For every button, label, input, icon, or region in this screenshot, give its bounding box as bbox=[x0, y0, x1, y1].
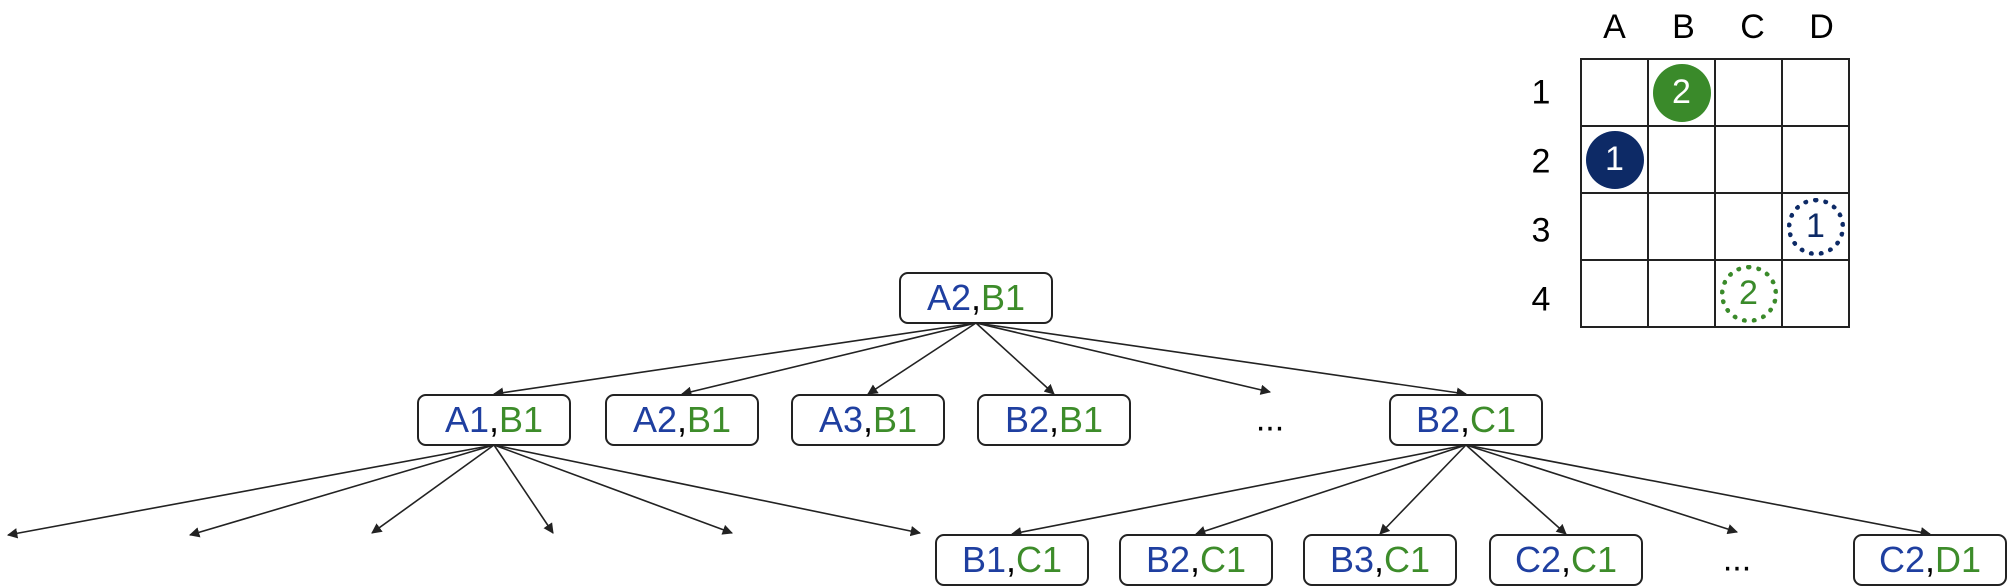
level2-node[interactable]: B3,C1 bbox=[1303, 534, 1457, 586]
player1-move: C2 bbox=[1514, 539, 1561, 580]
tree-edge-arrow bbox=[493, 444, 554, 534]
board-cell-b3[interactable] bbox=[1647, 192, 1716, 261]
board-cell-c1[interactable] bbox=[1714, 58, 1783, 127]
level2-node[interactable]: C2,C1 bbox=[1489, 534, 1643, 586]
column-header-a: A bbox=[1603, 8, 1626, 46]
tree-edge-arrow bbox=[1465, 444, 1567, 535]
separator: , bbox=[1190, 539, 1201, 580]
board-cell-d2[interactable] bbox=[1781, 125, 1850, 194]
tree-edge-arrow bbox=[1465, 444, 1932, 538]
level1-node[interactable]: A3,B1 bbox=[791, 394, 945, 446]
tree-edge-arrow bbox=[1010, 444, 1467, 538]
board-cell-a3[interactable] bbox=[1580, 192, 1649, 261]
player1-move: A2 bbox=[632, 399, 677, 440]
player1-dotted-piece[interactable]: 1 bbox=[1786, 197, 1845, 256]
player2-move: C1 bbox=[1200, 539, 1247, 580]
tree-edge-arrow bbox=[493, 444, 733, 535]
board-cell-d1[interactable] bbox=[1781, 58, 1850, 127]
player1-solid-piece[interactable]: 1 bbox=[1585, 130, 1644, 189]
player2-solid-piece[interactable]: 2 bbox=[1652, 63, 1711, 122]
tree-edge-arrow bbox=[680, 322, 977, 397]
level1-node[interactable]: B2,B1 bbox=[977, 394, 1131, 446]
separator: , bbox=[488, 399, 499, 440]
ellipsis: ... bbox=[1722, 540, 1752, 579]
column-header-c: C bbox=[1740, 8, 1765, 46]
row-header-2: 2 bbox=[1531, 142, 1551, 180]
tree-edge-arrow bbox=[371, 444, 495, 534]
tree-edge-arrow bbox=[975, 322, 1468, 398]
level1-node[interactable]: A1,B1 bbox=[417, 394, 571, 446]
player2-move: C1 bbox=[1016, 539, 1063, 580]
player2-move: B1 bbox=[499, 399, 544, 440]
tree-edge-arrow bbox=[6, 444, 495, 539]
board-cell-a1[interactable] bbox=[1580, 58, 1649, 127]
player1-move: C2 bbox=[1878, 539, 1925, 580]
tree-edge-arrow bbox=[189, 444, 495, 538]
level1-node[interactable]: A2,B1 bbox=[605, 394, 759, 446]
player2-move: C1 bbox=[1384, 539, 1431, 580]
level2-node[interactable]: B1,C1 bbox=[935, 534, 1089, 586]
level2-node[interactable]: B2,C1 bbox=[1119, 534, 1273, 586]
player1-move: B1 bbox=[961, 539, 1006, 580]
tree-edge-arrow bbox=[1195, 444, 1467, 537]
root-node[interactable]: A2,B1 bbox=[899, 272, 1053, 324]
ellipsis: ... bbox=[1255, 400, 1285, 439]
player1-move: B2 bbox=[1415, 399, 1460, 440]
row-header-4: 4 bbox=[1531, 280, 1551, 318]
board-cell-c3[interactable] bbox=[1714, 192, 1783, 261]
row-header-3: 3 bbox=[1531, 211, 1551, 249]
tree-edge-arrow bbox=[1379, 444, 1467, 535]
separator: , bbox=[1374, 539, 1385, 580]
board-cell-a4[interactable] bbox=[1580, 259, 1649, 328]
separator: , bbox=[970, 277, 981, 318]
player2-move: B1 bbox=[981, 277, 1026, 318]
player1-move: B2 bbox=[1004, 399, 1049, 440]
player1-move: A3 bbox=[818, 399, 863, 440]
tree-edge-arrow bbox=[493, 444, 922, 537]
player2-move: B1 bbox=[1059, 399, 1104, 440]
player2-move: B1 bbox=[687, 399, 732, 440]
separator: , bbox=[1560, 539, 1571, 580]
player2-dotted-piece[interactable]: 2 bbox=[1719, 264, 1778, 323]
tree-edge-arrow bbox=[492, 322, 977, 398]
player2-move: B1 bbox=[873, 399, 918, 440]
player1-move: A1 bbox=[444, 399, 489, 440]
player1-move: B2 bbox=[1145, 539, 1190, 580]
separator: , bbox=[1460, 399, 1471, 440]
player2-move: C1 bbox=[1470, 399, 1517, 440]
board-cell-b4[interactable] bbox=[1647, 259, 1716, 328]
level2-node[interactable]: C2,D1 bbox=[1853, 534, 2007, 586]
player2-move: D1 bbox=[1935, 539, 1982, 580]
separator: , bbox=[862, 399, 873, 440]
level1-node[interactable]: B2,C1 bbox=[1389, 394, 1543, 446]
tree-edge-arrow bbox=[975, 322, 1272, 395]
tree-edge-arrow bbox=[975, 322, 1055, 395]
player1-move: B3 bbox=[1329, 539, 1374, 580]
board-cell-c2[interactable] bbox=[1714, 125, 1783, 194]
row-header-1: 1 bbox=[1531, 73, 1551, 111]
player2-move: C1 bbox=[1571, 539, 1618, 580]
player1-move: A2 bbox=[926, 277, 971, 318]
separator: , bbox=[676, 399, 687, 440]
separator: , bbox=[1006, 539, 1017, 580]
tree-edge-arrow bbox=[867, 322, 977, 395]
column-header-d: D bbox=[1809, 8, 1834, 46]
tree-edge-arrow bbox=[1465, 444, 1738, 535]
board-cell-d4[interactable] bbox=[1781, 259, 1850, 328]
separator: , bbox=[1048, 399, 1059, 440]
separator: , bbox=[1924, 539, 1935, 580]
tree-edges bbox=[6, 322, 1932, 539]
column-header-b: B bbox=[1672, 8, 1695, 46]
board-cell-b2[interactable] bbox=[1647, 125, 1716, 194]
